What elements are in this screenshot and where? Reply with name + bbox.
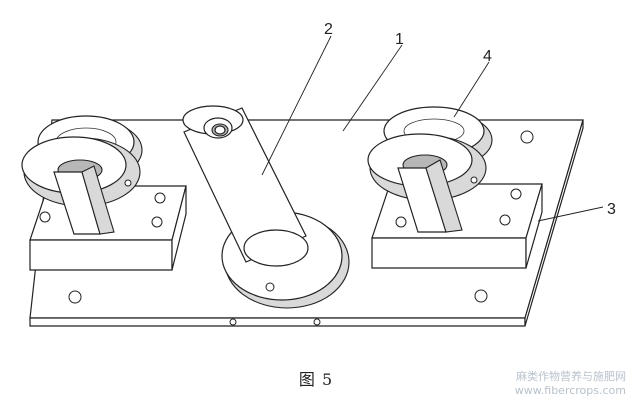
watermark-line-2: www.fibercrops.com <box>514 384 626 397</box>
callout-3: 3 <box>607 201 616 218</box>
callout-1: 1 <box>395 31 404 48</box>
central-post <box>182 105 350 309</box>
callout-2: 2 <box>324 21 333 38</box>
right-roller-assembly <box>367 106 543 269</box>
figure-caption: 图 5 <box>298 370 334 389</box>
callout-leaders <box>261 35 604 222</box>
watermark: 麻类作物营养与施肥网 www.fibercrops.com <box>515 370 626 398</box>
left-roller-assembly <box>21 115 187 271</box>
watermark-line-1: 麻类作物营养与施肥网 <box>516 370 626 383</box>
callout-4: 4 <box>483 48 492 65</box>
